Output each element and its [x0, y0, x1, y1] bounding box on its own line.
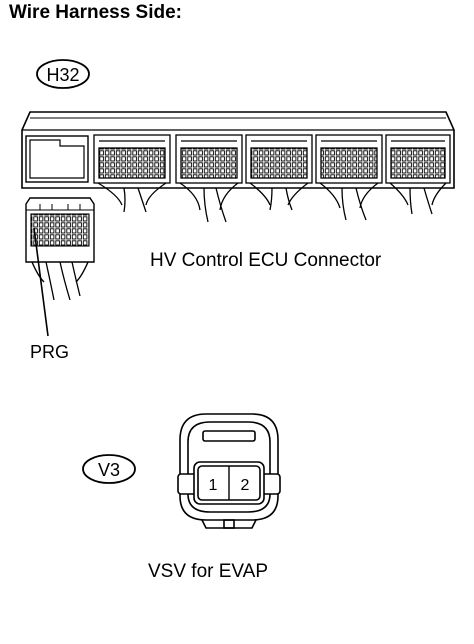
ecu-pin-block-1: [93, 134, 171, 184]
ecu-pin-blocks: [93, 134, 451, 184]
connector-tag-v3: V3: [82, 454, 136, 484]
ecu-connector-name: HV Control ECU Connector: [150, 250, 382, 271]
ecu-pin-block-2: [175, 134, 243, 184]
connector-tag-h32-label: H32: [46, 65, 79, 85]
connector-tag-h32: H32: [36, 59, 90, 89]
connector-tag-v3-label: V3: [98, 460, 120, 480]
vsv-connector-name: VSV for EVAP: [148, 561, 268, 582]
vsv-pin-1: 1: [209, 477, 218, 494]
ecu-pin-block-5: [385, 134, 451, 184]
vsv-pin-2: 2: [241, 477, 250, 494]
ecu-wire-bundles: [97, 182, 447, 223]
ecu-pin-block-4: [315, 134, 383, 184]
vsv-connector: [177, 413, 281, 529]
ecu-pin-block-3: [245, 134, 313, 184]
prg-pin-label: PRG: [30, 342, 69, 362]
prg-pointer: [33, 227, 49, 337]
page-title: Wire Harness Side:: [9, 2, 183, 23]
ecu-sub-connector: [25, 197, 95, 301]
